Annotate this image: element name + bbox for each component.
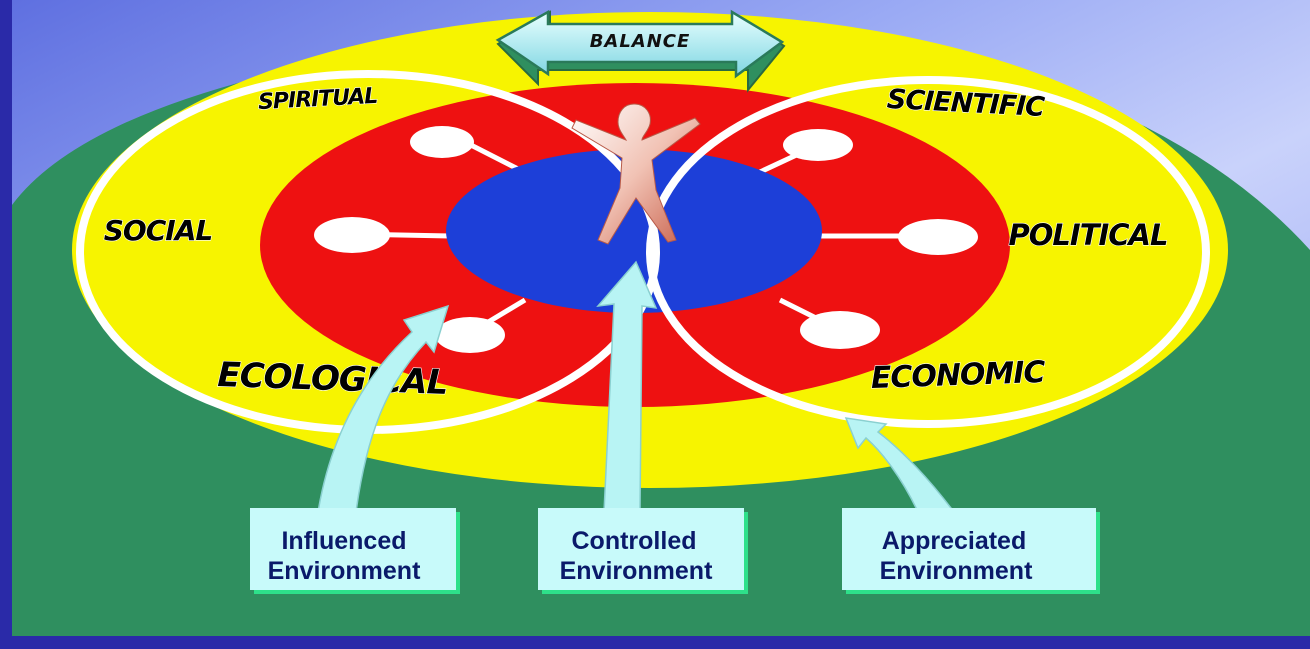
- box-influenced-line1: Influenced: [281, 527, 406, 555]
- person-icon: [571, 103, 701, 245]
- arrow-influenced-icon: [317, 304, 450, 513]
- right-ring-outline: [646, 76, 1210, 428]
- spoke-nodes: [314, 126, 978, 353]
- label-political: POLITICAL: [1009, 218, 1168, 252]
- label-social: SOCIAL: [104, 214, 212, 247]
- bottom-edge-band: [0, 636, 1310, 649]
- box-appreciated: Appreciated Environment: [842, 508, 1100, 594]
- balance-label: BALANCE: [590, 31, 691, 52]
- box-controlled-line2: Environment: [560, 557, 713, 585]
- balance-arrow-icon: [495, 9, 785, 79]
- box-influenced: Influenced Environment: [250, 508, 460, 594]
- box-appreciated-line2: Environment: [880, 557, 1033, 585]
- box-influenced-line2: Environment: [268, 557, 421, 585]
- box-controlled: Controlled Environment: [538, 508, 748, 594]
- box-controlled-line1: Controlled: [572, 527, 697, 555]
- node-economic: [800, 311, 880, 349]
- node-scientific: [783, 129, 853, 161]
- node-social: [314, 217, 390, 253]
- core-ellipse: [446, 149, 822, 313]
- node-ecological: [435, 317, 505, 353]
- arrow-controlled-icon: [596, 260, 658, 513]
- box-appreciated-line1: Appreciated: [882, 527, 1026, 555]
- left-edge-band: [0, 0, 12, 649]
- label-ecological: ECOLOGICAL: [217, 355, 448, 403]
- node-political: [898, 219, 978, 255]
- arrow-appreciated-icon: [844, 417, 956, 513]
- node-spiritual: [410, 126, 474, 158]
- label-economic: ECONOMIC: [870, 355, 1046, 396]
- pointer-arrows: [317, 260, 956, 513]
